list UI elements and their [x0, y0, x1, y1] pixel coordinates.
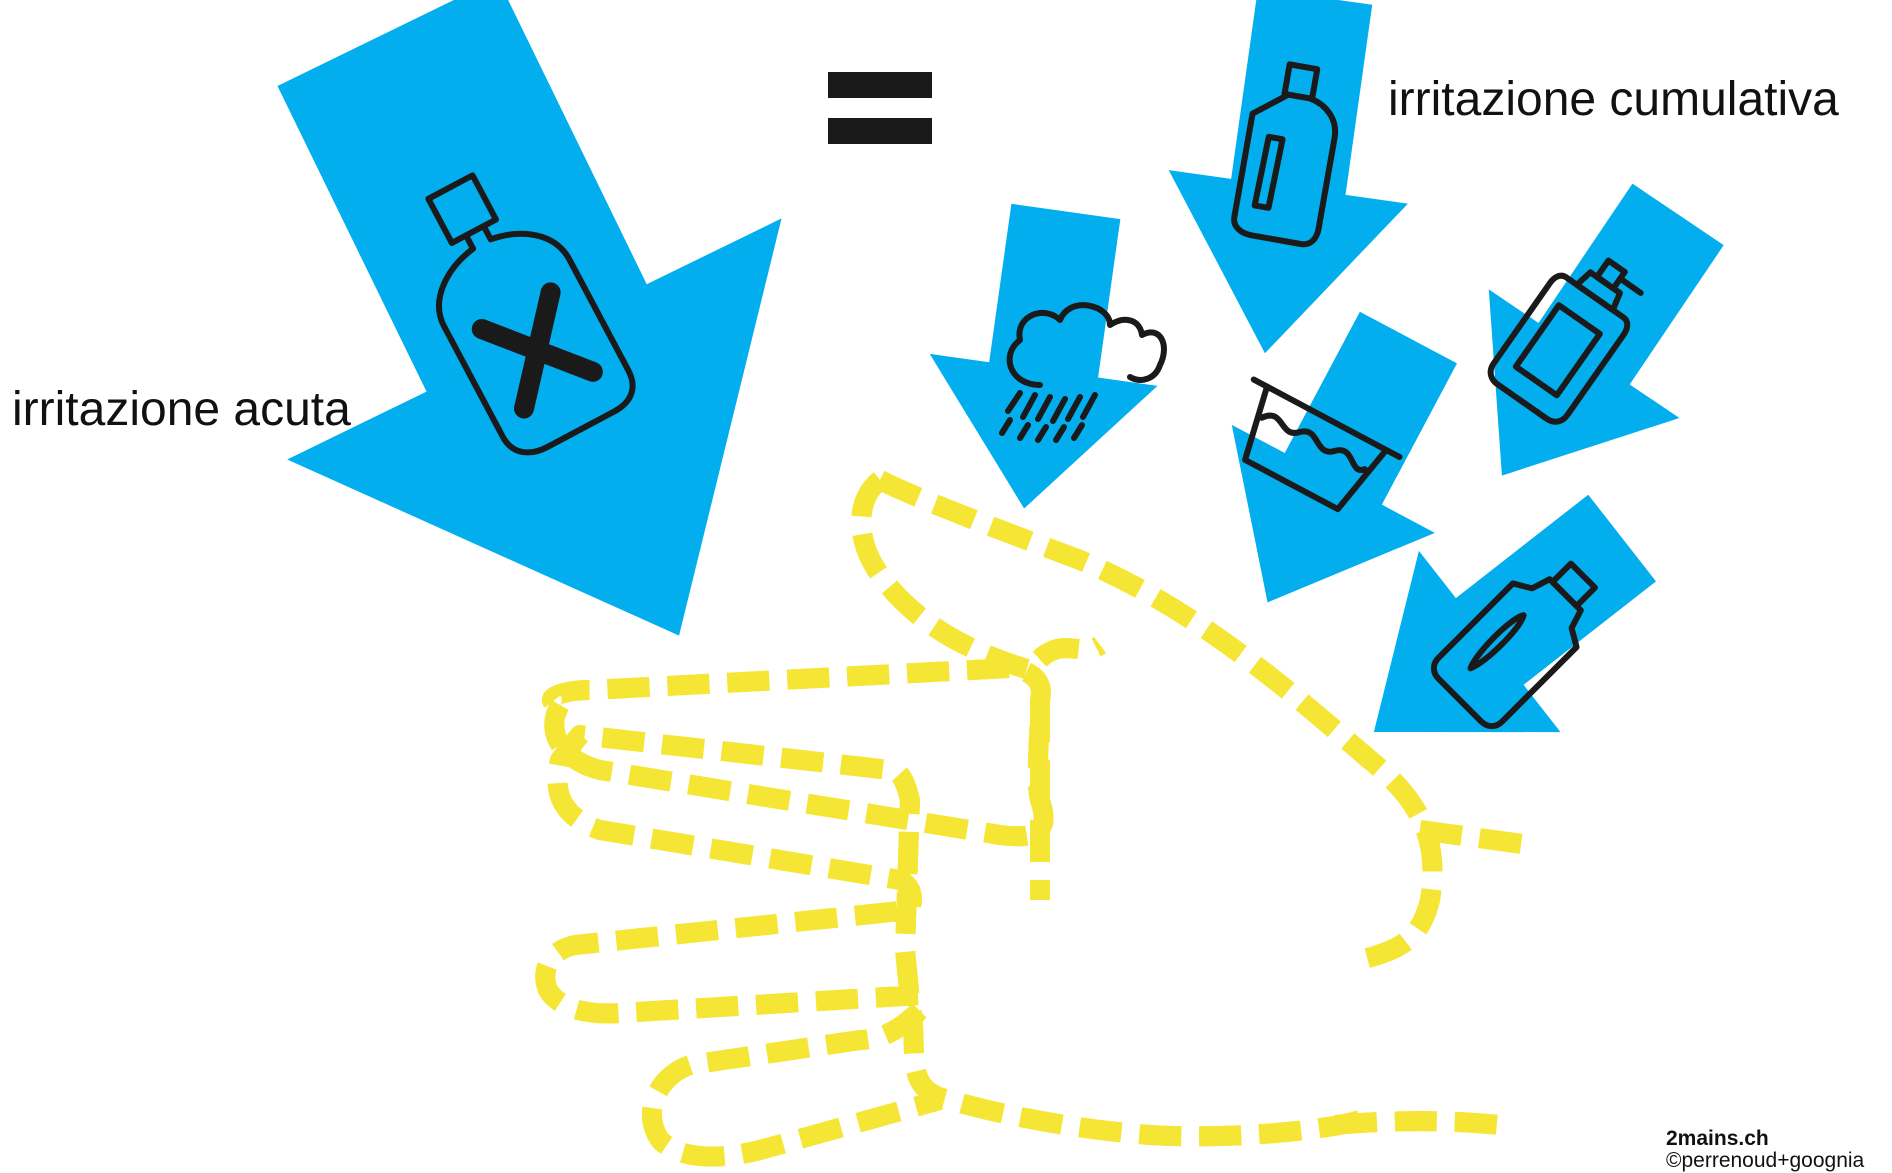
- soap-dispenser-icon: [1487, 257, 1644, 425]
- poison-bottle-icon: [425, 172, 636, 456]
- rain-cloud-icon: [999, 302, 1167, 443]
- detergent-bottle-icon: [1430, 560, 1598, 730]
- copyright-credit: ©perrenoud+goognia: [1666, 1149, 1865, 1172]
- hand-outline: [545, 480, 1530, 1157]
- cumulative-irritation-label: irritazione cumulativa: [1388, 73, 1839, 126]
- bottle-icon: [1231, 61, 1339, 248]
- equals-sign: [828, 72, 932, 144]
- cumulative-arrow-rain: [910, 195, 1180, 525]
- acute-irritation-arrow: [277, 0, 782, 636]
- cumulative-arrow-bottle: [1145, 0, 1435, 371]
- water-basin-icon: [1242, 376, 1403, 513]
- acute-irritation-label: irritazione acuta: [12, 383, 351, 436]
- site-url: 2mains.ch: [1666, 1127, 1769, 1150]
